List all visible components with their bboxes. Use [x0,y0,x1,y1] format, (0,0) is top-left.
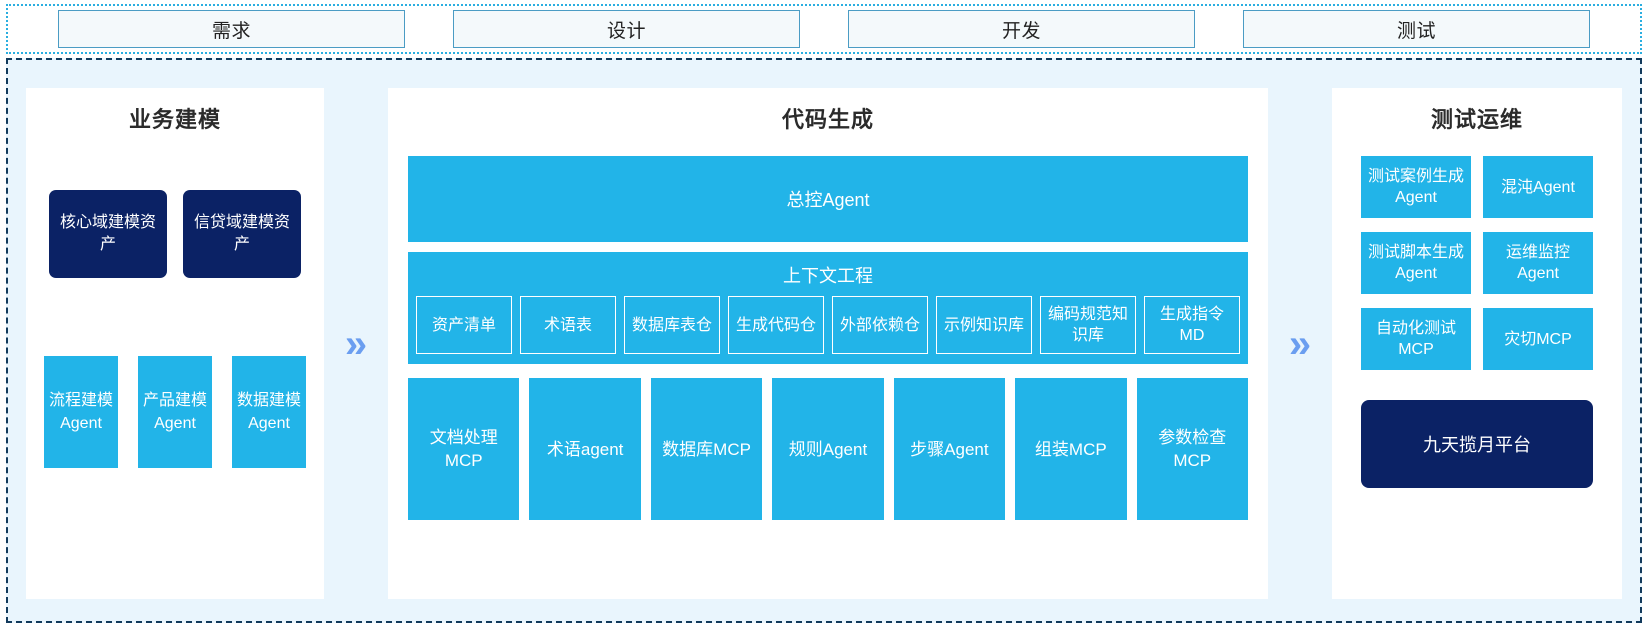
context-engineering-title: 上下文工程 [783,266,873,286]
asset-card-label: 信贷域建模资产 [193,214,290,253]
asset-card-core-domain[interactable]: 核心域建模资产 [49,190,167,278]
agent-tile-data-modeling[interactable]: 数据建模Agent [232,356,306,468]
context-item-label: 数据库表仓 [631,316,712,334]
tool-tile-database-mcp[interactable]: 数据库MCP [650,378,763,520]
business-agent-group: 流程建模Agent 产品建模Agent 数据建模Agent [26,356,324,468]
test-tile-label: 自动化测试MCP [1375,320,1456,358]
phase-box-development[interactable]: 开发 [848,10,1195,48]
context-item-label: 外部依赖仓 [839,316,920,334]
test-tile-disaster-switch-mcp[interactable]: 灾切MCP [1483,308,1593,370]
test-tile-label: 灾切MCP [1504,330,1572,348]
context-engineering-block: 上下文工程 资产清单 术语表 数据库表仓 生成代码仓 外部依赖仓 [408,252,1248,364]
tool-tile-rule-agent[interactable]: 规则Agent [772,378,884,520]
tool-tile-label: 术语agent [546,439,624,459]
chevron-glyph: » [1288,321,1312,366]
asset-card-credit-domain[interactable]: 信贷域建模资产 [183,190,301,278]
context-item-external-dependency-repo[interactable]: 外部依赖仓 [832,296,928,354]
context-item-label: 术语表 [543,316,592,334]
context-item-label: 生成代码仓 [735,316,816,334]
phase-strip: 需求 设计 开发 测试 [6,4,1642,54]
tool-tile-document-processing-mcp[interactable]: 文档处理MCP [408,378,520,520]
context-item-generation-instruction-md[interactable]: 生成指令MD [1144,296,1240,354]
context-item-coding-standard-knowledge-base[interactable]: 编码规范知识库 [1040,296,1136,354]
agent-tile-label: 数据建模Agent [236,392,301,432]
control-agent-banner[interactable]: 总控Agent [408,156,1248,242]
agent-tile-product-modeling[interactable]: 产品建模Agent [138,356,212,468]
context-item-asset-list[interactable]: 资产清单 [416,296,512,354]
agent-tile-process-modeling[interactable]: 流程建模Agent [44,356,118,468]
context-item-row: 资产清单 术语表 数据库表仓 生成代码仓 外部依赖仓 示例知 [416,296,1240,354]
context-item-glossary[interactable]: 术语表 [520,296,616,354]
context-item-label: 生成指令MD [1159,306,1224,344]
context-item-label: 编码规范知识库 [1047,306,1128,344]
test-tile-ops-monitoring-agent[interactable]: 运维监控Agent [1483,232,1593,294]
phase-label: 需求 [211,20,251,42]
panel-title-code-generation: 代码生成 [781,107,874,132]
context-item-example-knowledge-base[interactable]: 示例知识库 [936,296,1032,354]
tool-tile-label: 文档处理MCP [429,428,498,470]
context-item-label: 资产清单 [431,316,496,334]
test-tile-automated-test-mcp[interactable]: 自动化测试MCP [1361,308,1471,370]
test-tile-label: 运维监控Agent [1505,244,1570,282]
tool-tile-parameter-check-mcp[interactable]: 参数检查MCP [1136,378,1248,520]
chevron-right-icon-1: » [324,88,388,599]
test-tile-label: 混沌Agent [1501,178,1575,196]
phase-box-requirements[interactable]: 需求 [58,10,405,48]
context-item-generated-code-repo[interactable]: 生成代码仓 [728,296,824,354]
panel-title-test-operations: 测试运维 [1430,107,1523,132]
control-agent-label: 总控Agent [786,190,870,210]
test-tile-test-case-generation-agent[interactable]: 测试案例生成Agent [1361,156,1471,218]
panel-business-modeling: 业务建模 核心域建模资产 信贷域建模资产 流程建模Agent 产品建模Agent… [26,88,324,599]
tool-tile-row: 文档处理MCP 术语agent 数据库MCP 规则Agent 步骤Agent 组… [408,378,1248,520]
panel-title-business-modeling: 业务建模 [128,107,221,132]
tool-tile-step-agent[interactable]: 步骤Agent [893,378,1006,520]
tool-tile-label: 步骤Agent [910,439,989,459]
tool-tile-label: 数据库MCP [662,439,751,459]
phase-label: 测试 [1396,20,1436,42]
main-container: 业务建模 核心域建模资产 信贷域建模资产 流程建模Agent 产品建模Agent… [6,58,1642,623]
tool-tile-glossary-agent[interactable]: 术语agent [529,378,641,520]
platform-card-label: 九天揽月平台 [1423,435,1531,455]
chevron-right-icon-2: » [1268,88,1332,599]
platform-card-jiutian[interactable]: 九天揽月平台 [1361,400,1593,488]
panel-test-operations: 测试运维 测试案例生成Agent 混沌Agent 测试脚本生成Agent 运维监… [1332,88,1622,599]
agent-tile-label: 产品建模Agent [142,392,207,432]
chevron-glyph: » [344,321,368,366]
phase-box-design[interactable]: 设计 [453,10,800,48]
tool-tile-label: 参数检查MCP [1158,428,1227,470]
test-tile-label: 测试案例生成Agent [1367,168,1464,206]
tool-tile-label: 组装MCP [1034,439,1107,459]
test-tile-chaos-agent[interactable]: 混沌Agent [1483,156,1593,218]
context-item-db-table-repo[interactable]: 数据库表仓 [624,296,720,354]
context-item-label: 示例知识库 [943,316,1024,334]
test-tile-label: 测试脚本生成Agent [1367,244,1464,282]
phase-label: 设计 [606,20,646,42]
test-ops-tile-grid: 测试案例生成Agent 混沌Agent 测试脚本生成Agent 运维监控Agen… [1332,156,1622,370]
tool-tile-label: 规则Agent [788,439,868,459]
business-asset-group: 核心域建模资产 信贷域建模资产 [26,190,324,278]
phase-label: 开发 [1001,20,1041,42]
asset-card-label: 核心域建模资产 [59,214,156,253]
tool-tile-assembly-mcp[interactable]: 组装MCP [1015,378,1127,520]
panel-code-generation: 代码生成 总控Agent 上下文工程 资产清单 术语表 数据库表仓 [388,88,1268,599]
agent-tile-label: 流程建模Agent [48,392,113,432]
phase-box-testing[interactable]: 测试 [1243,10,1590,48]
test-tile-test-script-generation-agent[interactable]: 测试脚本生成Agent [1361,232,1471,294]
